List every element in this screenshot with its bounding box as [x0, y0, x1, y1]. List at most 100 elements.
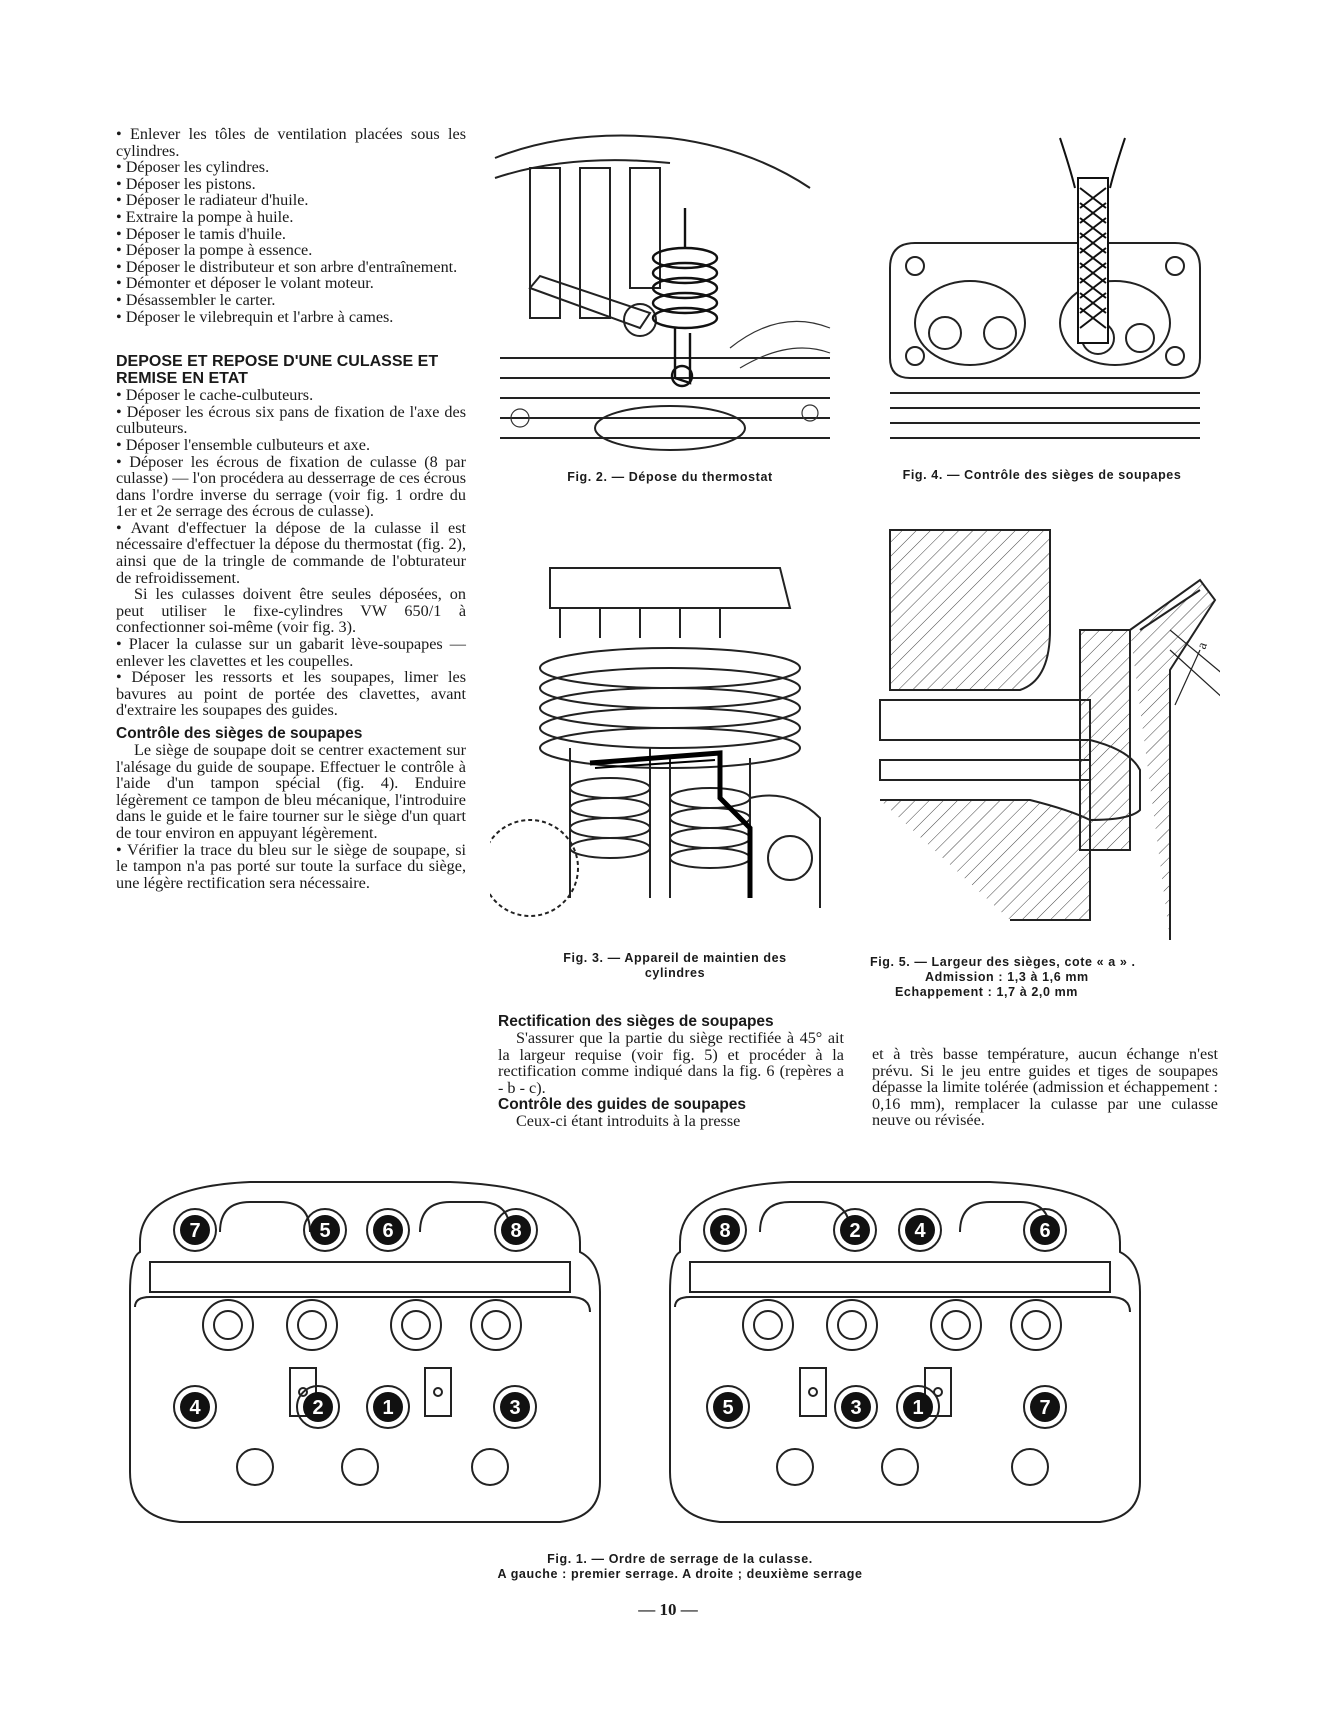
bolt-ring	[303, 1208, 347, 1252]
right-column: et à très basse température, aucun échan…	[872, 1046, 1218, 1129]
figure-1-caption-line-1: Fig. 1. — Ordre de serrage de la culasse…	[547, 1552, 813, 1566]
list-item: Déposer le distributeur et son arbre d'e…	[116, 259, 466, 276]
valve-seat-rectification-paragraph: S'assurer que la partie du siège rectifi…	[498, 1029, 844, 1097]
bolt-number: 7	[1039, 1397, 1050, 1419]
list-item: Déposer la pompe à essence.	[116, 242, 466, 259]
bolt-ring	[493, 1385, 537, 1429]
valve-guide-continued-paragraph: et à très basse température, aucun échan…	[872, 1045, 1218, 1130]
figure-1-caption-line-2: A gauche : premier serrage. A droite ; d…	[497, 1567, 863, 1581]
bolt-number: 2	[849, 1220, 860, 1242]
valve-steps-list: Placer la culasse sur un gabarit lève-so…	[116, 636, 466, 719]
bolt-marker	[1030, 1392, 1060, 1422]
removal-steps-list: Enlever les tôles de ventilation placées…	[116, 126, 466, 325]
valve-guide-check-paragraph: Ceux-ci étant introduits à la presse	[516, 1112, 741, 1131]
list-item: Avant d'effectuer la dépose de la culass…	[116, 520, 466, 586]
list-item: Déposer le cache-culbuteurs.	[116, 387, 466, 404]
bolt-ring	[896, 1385, 940, 1429]
list-item: Déposer le tamis d'huile.	[116, 225, 466, 243]
valve-seat-check-paragraph: Le siège de soupape doit se centrer exac…	[116, 741, 466, 842]
list-item: Déposer les cylindres.	[116, 159, 466, 176]
bolt-number: 8	[510, 1220, 521, 1242]
figure-5-caption-line-1: Fig. 5. — Largeur des sièges, cote « a »…	[870, 955, 1136, 969]
bolt-marker	[303, 1392, 333, 1422]
bolt-ring	[706, 1385, 750, 1429]
bolt-number: 1	[912, 1397, 923, 1419]
figure-2-thermostat	[490, 128, 840, 458]
bolt-marker	[501, 1215, 531, 1245]
bolt-ring	[366, 1208, 410, 1252]
bolt-marker	[710, 1215, 740, 1245]
bolt-number: 4	[189, 1397, 201, 1419]
bolt-marker	[840, 1215, 870, 1245]
list-item: Déposer les pistons.	[116, 176, 466, 193]
page-number: — 10 —	[638, 1600, 698, 1619]
section-title: DEPOSE ET REPOSE D'UNE CULASSE ET REMISE…	[116, 353, 439, 388]
bolt-marker	[1030, 1215, 1060, 1245]
figure-3-cylinder-holder	[490, 548, 840, 928]
bolt-ring	[1023, 1208, 1067, 1252]
bolt-number: 5	[722, 1397, 733, 1419]
middle-column: Rectification des sièges de soupapes S'a…	[498, 1013, 844, 1130]
list-item: Déposer le vilebrequin et l'arbre à came…	[116, 308, 466, 326]
bolt-marker	[310, 1215, 340, 1245]
bolt-ring	[703, 1208, 747, 1252]
bolt-ring	[173, 1385, 217, 1429]
bolt-ring	[366, 1385, 410, 1429]
valve-seat-rectification-heading: Rectification des sièges de soupapes	[498, 1013, 774, 1030]
bolt-marker	[905, 1215, 935, 1245]
bolt-number: 5	[319, 1220, 330, 1242]
bolt-ring	[494, 1208, 538, 1252]
figure-5-caption-line-3: Echappement : 1,7 à 2,0 mm	[895, 985, 1079, 999]
blue-trace-step: Vérifier la trace du bleu sur le siège d…	[116, 841, 466, 892]
list-item: Déposer les écrous six pans de fixation …	[116, 403, 466, 437]
bolt-marker	[180, 1392, 210, 1422]
figure-4-caption: Fig. 4. — Contrôle des sièges de soupape…	[902, 468, 1182, 482]
figure-3-caption: Fig. 3. — Appareil de maintien des cylin…	[515, 951, 835, 981]
bolt-ring	[834, 1385, 878, 1429]
list-item: Démonter et déposer le volant moteur.	[116, 275, 466, 292]
figure-3-caption-line-2: cylindres	[644, 966, 706, 980]
bolt-marker	[841, 1392, 871, 1422]
figure-5-caption-line-2: Admission : 1,3 à 1,6 mm	[925, 970, 1089, 984]
figure-5-seat-width: a	[870, 520, 1220, 960]
bolt-ring	[833, 1208, 877, 1252]
fixture-paragraph: Si les culasses doivent être seules dépo…	[116, 585, 466, 637]
bolt-marker	[180, 1215, 210, 1245]
valve-guide-check-heading: Contrôle des guides de soupapes	[498, 1096, 747, 1114]
bolt-marker	[373, 1215, 403, 1245]
bolt-number: 2	[312, 1397, 323, 1419]
list-item: Désassembler le carter.	[116, 292, 466, 309]
bolt-number: 6	[382, 1220, 393, 1242]
bolt-number: 8	[719, 1220, 730, 1242]
bolt-number: 1	[382, 1397, 393, 1419]
bolt-number: 4	[914, 1220, 926, 1242]
figure-2-caption: Fig. 2. — Dépose du thermostat	[567, 470, 773, 484]
figure-5-caption: Fig. 5. — Largeur des sièges, cote « a »…	[870, 955, 1230, 1000]
bolt-marker	[903, 1392, 933, 1422]
valve-seat-check-heading: Contrôle des sièges de soupapes	[116, 725, 363, 742]
bolt-marker	[373, 1392, 403, 1422]
bolt-number: 6	[1039, 1220, 1050, 1242]
list-item: Enlever les tôles de ventilation placées…	[116, 126, 466, 159]
cylinder-head-steps-list: Déposer le cache-culbuteurs.Déposer les …	[116, 387, 466, 586]
list-item: Placer la culasse sur un gabarit lève-so…	[116, 636, 466, 669]
figure-5-label: a	[1195, 640, 1211, 652]
list-item: Déposer le radiateur d'huile.	[116, 192, 466, 209]
list-item: Déposer les écrous de fixation de culass…	[116, 453, 466, 520]
list-item: Déposer les ressorts et les soupapes, li…	[116, 669, 466, 719]
figure-4-valve-seat-check	[870, 128, 1220, 458]
list-item: Déposer l'ensemble culbuteurs et axe.	[116, 437, 466, 454]
bolt-marker	[500, 1392, 530, 1422]
right-cylinder-head	[669, 1181, 1141, 1523]
list-item: Vérifier la trace du bleu sur le siège d…	[116, 841, 466, 892]
bolt-ring	[898, 1208, 942, 1252]
list-item: Extraire la pompe à huile.	[116, 209, 466, 226]
bolt-number: 3	[509, 1397, 520, 1419]
figure-3-caption-line-1: Fig. 3. — Appareil de maintien des	[563, 951, 787, 965]
bolt-ring	[1023, 1385, 1067, 1429]
bolt-number: 7	[189, 1220, 200, 1242]
left-column: Enlever les tôles de ventilation placées…	[116, 126, 466, 891]
figure-1-caption: Fig. 1. — Ordre de serrage de la culasse…	[300, 1552, 1060, 1582]
left-cylinder-head	[129, 1181, 601, 1523]
